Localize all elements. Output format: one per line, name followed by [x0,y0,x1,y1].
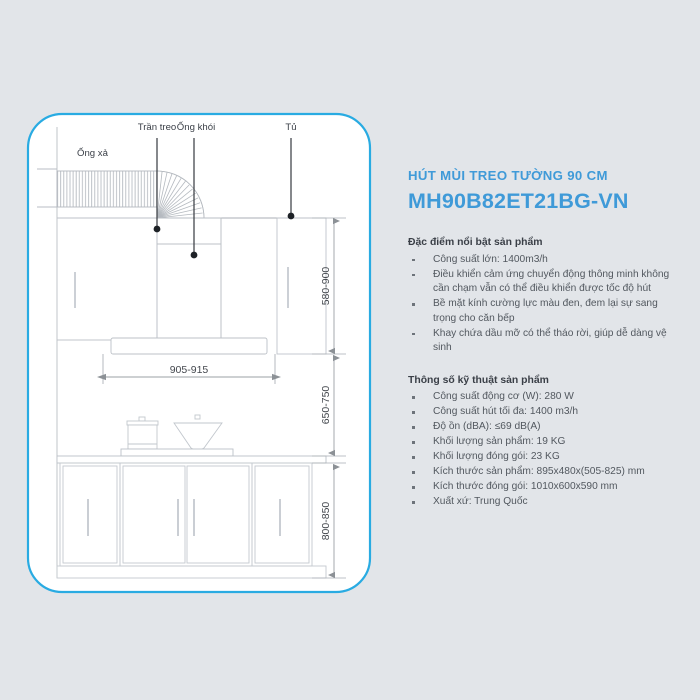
list-item: Khối lượng đóng gói: 23 KG [408,450,670,464]
list-item: Khối lượng sản phẩm: 19 KG [408,435,670,449]
list-item: Xuất xứ: Trung Quốc [408,495,670,509]
dimension-label: 650-750 [320,386,332,425]
product-model: MH90B82ET21BG-VN [408,188,629,213]
product-info: HÚT MÙI TREO TƯỜNG 90 CM MH90B82ET21BG-V… [408,168,670,510]
list-item: Kích thước đóng gói: 1010x600x590 mm [408,480,670,494]
specs-title: Thông số kỹ thuật sản phẩm [408,374,549,386]
list-item: Khay chứa dầu mỡ có thể tháo rời, giúp d… [408,327,670,356]
callout-label-ongxa: Ống xả [77,147,109,159]
product-category: HÚT MÙI TREO TƯỜNG 90 CM [408,168,608,183]
list-item: Công suất lớn: 1400m3/h [408,253,670,267]
flexible-duct [56,170,158,208]
dimension-label: 580-900 [320,267,332,306]
base-cabinets [56,462,327,579]
list-item: Công suất hút tối đa: 1400 m3/h [408,405,670,419]
callout-label-tu: Tủ [285,122,296,133]
list-item: Công suất động cơ (W): 280 W [408,390,670,404]
duct-elbow [156,170,205,219]
list-item: Kích thước sản phẩm: 895x480x(505-825) m… [408,465,670,479]
callout-leaders [156,138,292,255]
cookware-pot [126,416,159,450]
list-item: Độ ồn (dBA): ≤69 dB(A) [408,420,670,434]
dimension-905-915: 905-915 [97,354,281,384]
list-item: Điều khiển cảm ứng chuyển động thông min… [408,268,670,297]
features-block: Đặc điểm nổi bật sản phẩm Công suất lớn:… [408,235,670,356]
dimension-650-750: 650-750 [320,354,340,457]
list-item: Bề mặt kính cường lực màu đen, đem lại s… [408,297,670,326]
callout-label-tantreo: Trần treo [138,122,177,133]
callout-label-ongkhoi: Ống khói [177,121,215,133]
specs-block: Thông số kỹ thuật sản phẩm Công suất độn… [408,373,670,510]
dimension-800-850: 800-850 [320,463,340,579]
dimension-label: 905-915 [170,364,209,376]
technical-drawing: Ống xả Trần treo Ống khói Tủ [26,112,372,594]
dimension-label: 800-850 [320,502,332,541]
features-title: Đặc điểm nổi bật sản phẩm [408,237,543,249]
dimension-580-900: 580-900 [320,217,340,355]
